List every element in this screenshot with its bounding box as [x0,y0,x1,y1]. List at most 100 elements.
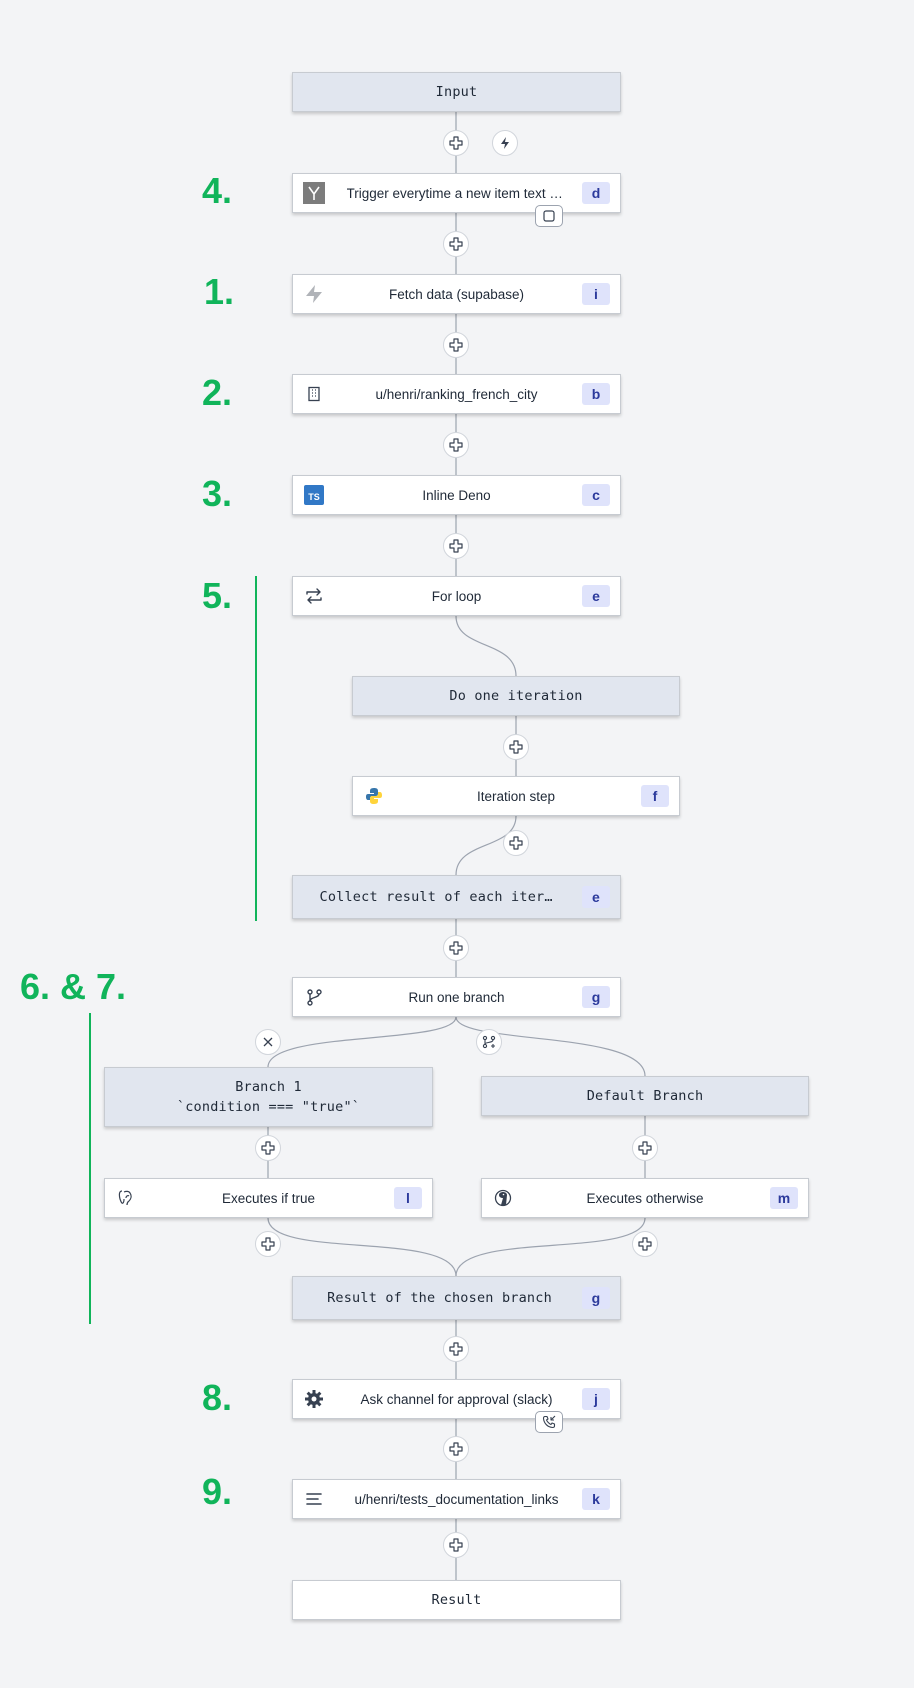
bolt-icon [501,137,509,149]
do-iteration-label: Do one iteration [449,688,583,704]
ranking-label: u/henri/ranking_french_city [375,386,538,402]
add-trigger-button[interactable] [492,130,518,156]
docs-label: u/henri/tests_documentation_links [354,1491,559,1507]
repeat-icon [303,585,325,607]
add-step-button[interactable] [443,1532,469,1558]
plus-icon [261,1141,275,1155]
python-icon [363,785,385,807]
add-step-button[interactable] [632,1231,658,1257]
add-step-button[interactable] [443,332,469,358]
trigger-badge: d [582,182,610,204]
add-branch-button[interactable] [476,1029,502,1055]
plus-icon [449,438,463,452]
gear-icon [303,1388,325,1410]
add-step-button[interactable] [443,935,469,961]
input-label: Input [435,84,478,100]
plus-icon [449,1342,463,1356]
add-step-button[interactable] [503,830,529,856]
plus-icon [261,1237,275,1251]
do-iteration-node[interactable]: Do one iteration [352,676,680,716]
step-number-4: 4. [202,170,233,211]
plus-icon [509,740,523,754]
default-branch-node[interactable]: Default Branch [481,1076,809,1116]
fetch-node[interactable]: Fetch data (supabase) i [292,274,621,314]
git-branch-icon [303,986,325,1008]
trigger-stop-button[interactable] [535,205,563,227]
list-icon [303,1488,325,1510]
branch-1-condition: `condition === "true"` [176,1099,361,1115]
plus-icon [638,1141,652,1155]
deno-node[interactable]: TS Inline Deno c [292,475,621,515]
docs-node[interactable]: u/henri/tests_documentation_links k [292,1479,621,1519]
postgres-icon [115,1187,137,1209]
add-step-button[interactable] [443,231,469,257]
step-number-9: 9. [202,1471,233,1512]
step-number-8: 8. [202,1377,233,1418]
add-step-button[interactable] [255,1231,281,1257]
deno-icon [492,1187,514,1209]
default-branch-label: Default Branch [586,1088,704,1104]
add-step-button[interactable] [255,1135,281,1161]
typescript-icon: TS [303,484,325,506]
plus-icon [449,941,463,955]
y-letter-icon [303,182,325,204]
chosen-branch-label: Result of the chosen branch [327,1290,552,1306]
add-step-button[interactable] [632,1135,658,1161]
exec-otherwise-label: Executes otherwise [586,1190,704,1206]
plus-icon [449,338,463,352]
collect-node[interactable]: Collect result of each iteration e [292,875,621,919]
step-number-2: 2. [202,372,233,413]
building-icon [303,383,325,405]
exec-otherwise-node[interactable]: Executes otherwise m [481,1178,809,1218]
plus-icon [638,1237,652,1251]
forloop-badge: e [582,585,610,607]
add-step-button[interactable] [503,734,529,760]
trigger-node[interactable]: Trigger everytime a new item text o... d [292,173,621,213]
plus-icon [449,1442,463,1456]
step-number-6-7: 6. & 7. [20,966,127,1007]
add-step-button[interactable] [443,1336,469,1362]
svg-text:TS: TS [308,492,320,502]
result-node[interactable]: Result [292,1580,621,1620]
run-branch-badge: g [582,986,610,1008]
exec-otherwise-badge: m [770,1187,798,1209]
exec-true-node[interactable]: Executes if true l [104,1178,433,1218]
approval-badge: j [582,1388,610,1410]
forloop-node[interactable]: For loop e [292,576,621,616]
step-number-3: 3. [202,473,233,514]
add-step-button[interactable] [443,432,469,458]
chosen-branch-badge: g [582,1287,610,1309]
add-step-button[interactable] [443,130,469,156]
approval-node[interactable]: Ask channel for approval (slack) j [292,1379,621,1419]
branch-bracket-line [89,1013,91,1324]
branch-add-icon [482,1035,496,1049]
iteration-step-label: Iteration step [476,788,556,804]
iteration-step-node[interactable]: Iteration step f [352,776,680,816]
remove-branch-button[interactable] [255,1029,281,1055]
exec-true-badge: l [394,1187,422,1209]
plus-icon [449,136,463,150]
branch-1-node[interactable]: Branch 1 `condition === "true"` [104,1067,433,1127]
step-number-5: 5. [202,575,233,616]
iteration-step-badge: f [641,785,669,807]
run-branch-node[interactable]: Run one branch g [292,977,621,1017]
fetch-badge: i [582,283,610,305]
phone-incoming-icon [542,1415,556,1429]
collect-label: Collect result of each iteration [319,889,560,905]
add-step-button[interactable] [443,1436,469,1462]
add-step-button[interactable] [443,533,469,559]
collect-badge: e [582,886,610,908]
approval-callback-button[interactable] [535,1411,563,1433]
result-label: Result [431,1592,482,1608]
loop-bracket-line [255,576,257,921]
forloop-label: For loop [431,588,482,604]
approval-label: Ask channel for approval (slack) [360,1391,553,1407]
ranking-node[interactable]: u/henri/ranking_french_city b [292,374,621,414]
plus-icon [449,237,463,251]
step-number-1: 1. [204,271,235,312]
run-branch-label: Run one branch [408,989,505,1005]
chosen-branch-node[interactable]: Result of the chosen branch g [292,1276,621,1320]
plus-icon [449,1538,463,1552]
input-node[interactable]: Input [292,72,621,112]
exec-true-label: Executes if true [221,1190,316,1206]
